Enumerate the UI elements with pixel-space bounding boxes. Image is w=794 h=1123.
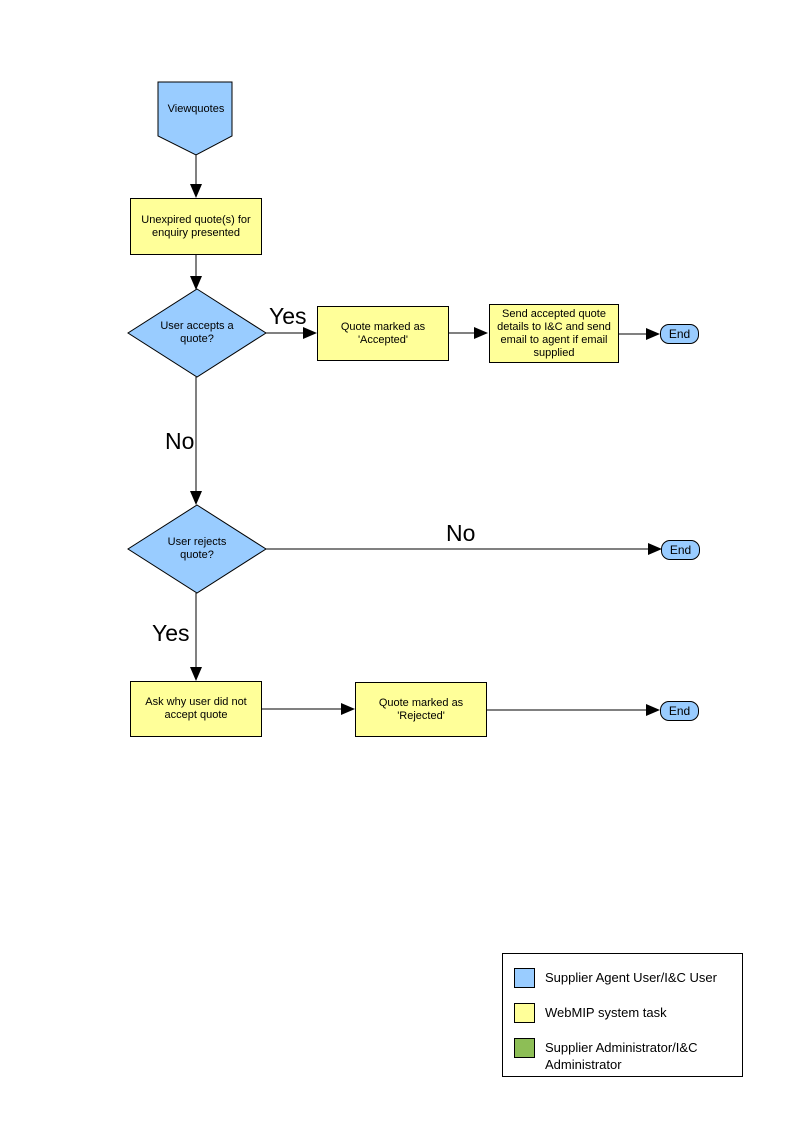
decision-user-rejects-shape xyxy=(127,504,267,594)
end-node-accept-label: End xyxy=(668,327,691,341)
task-quote-marked-accepted: Quote marked as 'Accepted' xyxy=(317,306,449,361)
decision-user-rejects-label: User rejects quote? xyxy=(167,536,227,561)
end-node-no-reject: End xyxy=(661,540,700,560)
legend-swatch-supplier-agent xyxy=(514,968,535,988)
arrowhead-rejects-yes xyxy=(190,667,202,681)
arrowhead-rejects-no xyxy=(648,543,662,555)
decision-user-accepts-shape xyxy=(127,288,267,378)
task-unexpired-quotes-label: Unexpired quote(s) for enquiry presented xyxy=(141,213,251,239)
end-node-no-reject-label: End xyxy=(669,543,692,557)
legend-item-supplier-agent: Supplier Agent User/I&C User xyxy=(514,968,734,988)
arrowhead-accepts-yes xyxy=(303,327,317,339)
end-node-reject: End xyxy=(660,701,699,721)
arrowhead-to-send-details xyxy=(474,327,488,339)
connector-edges xyxy=(190,155,662,716)
arrowhead-to-end-reject xyxy=(646,704,660,716)
arrowhead-start-to-unexpired xyxy=(190,184,202,198)
end-node-accept: End xyxy=(660,324,699,344)
arrowhead-to-marked-rejected xyxy=(341,703,355,715)
end-node-reject-label: End xyxy=(668,704,691,718)
legend-label-supplier-agent: Supplier Agent User/I&C User xyxy=(545,970,717,985)
legend-item-supplier-admin: Supplier Administrator/I&C Administrator xyxy=(514,1038,734,1073)
legend-item-webmip-task: WebMIP system task xyxy=(514,1003,734,1023)
task-unexpired-quotes: Unexpired quote(s) for enquiry presented xyxy=(130,198,262,255)
task-quote-marked-rejected-label: Quote marked as 'Rejected' xyxy=(378,696,464,722)
task-quote-marked-rejected: Quote marked as 'Rejected' xyxy=(355,682,487,737)
task-ask-why-not-accepted-label: Ask why user did not accept quote xyxy=(145,696,247,721)
arrowhead-unexpired-to-accepts xyxy=(190,276,202,290)
edge-label-accepts-yes: Yes xyxy=(269,303,307,329)
task-send-accepted-details-label: Send accepted quote details to I&C and s… xyxy=(497,307,611,359)
task-send-accepted-details: Send accepted quote details to I&C and s… xyxy=(489,304,619,363)
arrowhead-to-end-accept xyxy=(646,328,660,340)
decision-user-accepts-label: User accepts a quote? xyxy=(160,320,234,345)
legend-label-webmip-task: WebMIP system task xyxy=(545,1005,667,1020)
edge-label-rejects-yes: Yes xyxy=(152,620,190,646)
edge-label-accepts-no: No xyxy=(165,428,195,454)
task-quote-marked-accepted-label: Quote marked as 'Accepted' xyxy=(340,320,426,346)
legend: Supplier Agent User/I&C User WebMIP syst… xyxy=(502,953,743,1077)
edge-label-rejects-no: No xyxy=(446,520,476,546)
arrowhead-accepts-no xyxy=(190,491,202,505)
legend-swatch-webmip-task xyxy=(514,1003,535,1023)
task-ask-why-not-accepted: Ask why user did not accept quote xyxy=(130,681,262,737)
legend-label-supplier-admin: Supplier Administrator/I&C Administrator xyxy=(545,1040,698,1072)
start-pentagon-shape xyxy=(157,81,233,156)
start-node-label: Viewquotes xyxy=(167,103,225,115)
legend-swatch-supplier-admin xyxy=(514,1038,535,1058)
